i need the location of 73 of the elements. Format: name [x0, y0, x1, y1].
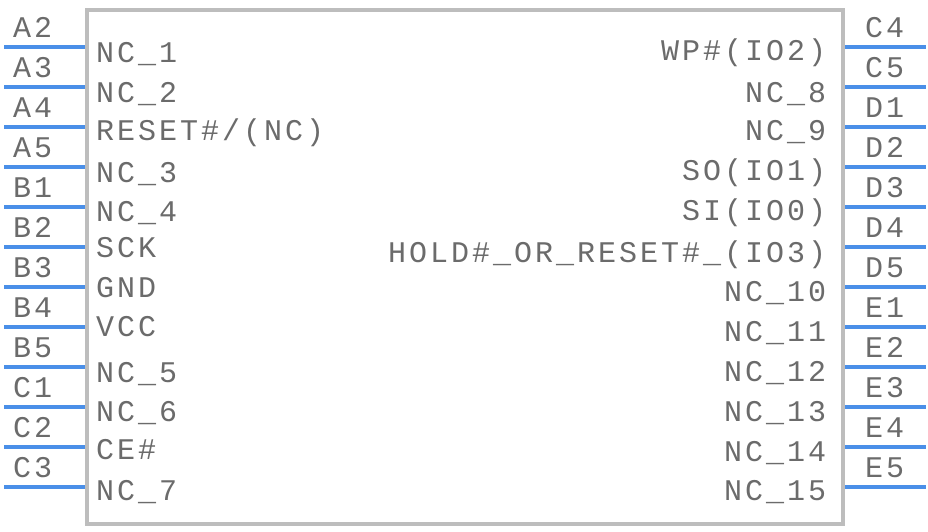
pin-line — [845, 485, 926, 489]
pin-number: C3 — [13, 455, 56, 485]
pin-number: A2 — [13, 15, 56, 45]
pin-number: E4 — [865, 415, 908, 445]
pin-line — [4, 125, 85, 129]
pin-line — [4, 45, 85, 49]
pin-line — [4, 205, 85, 209]
pin-line — [4, 405, 85, 409]
pin-line — [845, 365, 926, 369]
pin-line — [845, 285, 926, 289]
pin-number: D3 — [865, 175, 908, 205]
pin-number: E1 — [865, 295, 908, 325]
pin-name: SI(IO0) — [682, 198, 829, 228]
pin-name: WP#(IO2) — [660, 38, 829, 68]
pin-name: SCK — [96, 235, 160, 265]
pin-name: SO(IO1) — [682, 158, 829, 188]
pin-name: NC_6 — [96, 399, 180, 429]
pin-line — [845, 205, 926, 209]
pin-line — [845, 245, 926, 249]
pin-name: NC_12 — [724, 359, 829, 389]
chip-body — [85, 8, 845, 526]
pin-line — [845, 125, 926, 129]
pin-name: NC_15 — [724, 478, 829, 508]
pin-name: NC_4 — [96, 199, 180, 229]
pin-line — [845, 85, 926, 89]
pin-name: NC_1 — [96, 40, 180, 70]
pin-number: B4 — [13, 295, 56, 325]
pin-number: E2 — [865, 335, 908, 365]
pin-line — [845, 165, 926, 169]
pin-number: A3 — [13, 55, 56, 85]
pin-line — [845, 445, 926, 449]
pin-line — [845, 405, 926, 409]
pin-line — [845, 45, 926, 49]
pin-number: B1 — [13, 175, 56, 205]
pin-name: NC_11 — [724, 319, 829, 349]
pin-number: A5 — [13, 135, 56, 165]
pin-name: NC_9 — [744, 118, 829, 148]
pin-number: D1 — [865, 95, 908, 125]
pin-name: NC_13 — [724, 399, 829, 429]
pin-name: NC_10 — [724, 279, 829, 309]
pin-number: D5 — [865, 255, 908, 285]
pin-line — [4, 85, 85, 89]
pin-name: NC_5 — [96, 360, 180, 390]
pin-number: C5 — [865, 55, 908, 85]
pin-number: E3 — [865, 375, 908, 405]
pin-name: RESET#/(NC) — [96, 118, 328, 148]
pin-number: B2 — [13, 215, 56, 245]
pin-name: CE# — [96, 437, 160, 467]
pin-line — [845, 325, 926, 329]
pin-name: NC_2 — [96, 80, 180, 110]
pin-number: B3 — [13, 255, 56, 285]
pin-line — [4, 245, 85, 249]
pin-name: GND — [96, 275, 160, 305]
pin-name: HOLD#_OR_RESET#_(IO3) — [388, 240, 829, 270]
pin-number: D4 — [865, 215, 908, 245]
pin-line — [4, 485, 85, 489]
pin-line — [4, 165, 85, 169]
pin-name: NC_14 — [724, 439, 829, 469]
pin-number: C2 — [13, 415, 56, 445]
pin-number: C1 — [13, 375, 56, 405]
pin-number: B5 — [13, 335, 56, 365]
pin-line — [4, 325, 85, 329]
pin-line — [4, 365, 85, 369]
pin-name: VCC — [96, 314, 160, 344]
pin-name: NC_8 — [744, 80, 829, 110]
pin-name: NC_7 — [96, 478, 180, 508]
pin-name: NC_3 — [96, 160, 180, 190]
pin-number: C4 — [865, 15, 908, 45]
pin-number: D2 — [865, 135, 908, 165]
pin-line — [4, 445, 85, 449]
pin-number: E5 — [865, 455, 908, 485]
pin-number: A4 — [13, 95, 56, 125]
pin-line — [4, 285, 85, 289]
